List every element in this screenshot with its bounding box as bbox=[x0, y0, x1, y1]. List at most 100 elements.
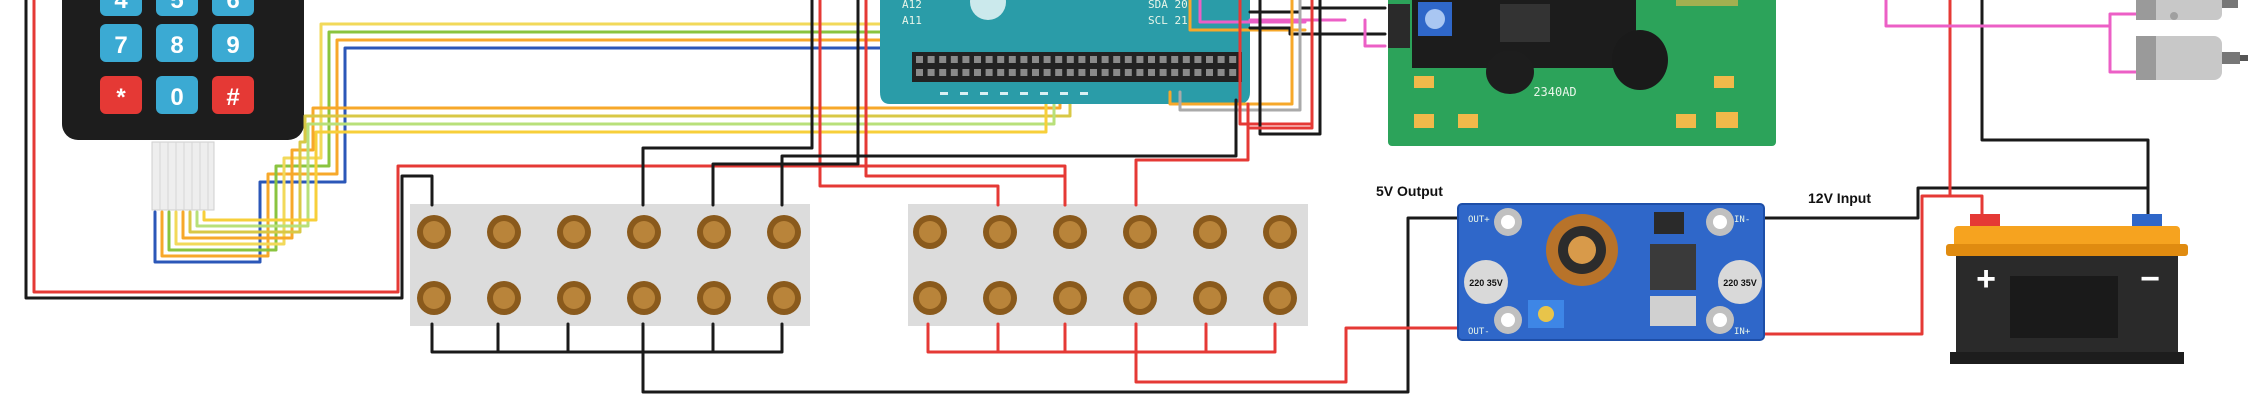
wire-arduino-orange bbox=[1168, 0, 1294, 106]
header-pin bbox=[1136, 56, 1144, 63]
header-pin bbox=[916, 56, 923, 63]
battery-lid bbox=[1954, 226, 2180, 248]
header-pin bbox=[1078, 56, 1086, 63]
wire-pink-motor-2 bbox=[2108, 24, 2138, 74]
terminal-block-right bbox=[908, 204, 1308, 326]
lcd-pot-knob bbox=[1425, 9, 1445, 29]
ribbon-traces bbox=[159, 142, 209, 210]
terminal-screw-head bbox=[919, 221, 941, 243]
header-pin bbox=[1229, 56, 1237, 63]
header-pin bbox=[997, 56, 1005, 63]
buck-pin-out-minus: OUT- bbox=[1468, 327, 1490, 337]
key-4: 4 bbox=[114, 0, 128, 14]
header-pin bbox=[1101, 56, 1109, 63]
dc-motor-bottom bbox=[2136, 36, 2248, 80]
lcd-solder-pads bbox=[1414, 0, 1738, 128]
buck-regulator-ic bbox=[1650, 244, 1696, 290]
wire-keypad-green bbox=[167, 18, 907, 252]
lcd-chip-label: 2340AD bbox=[1533, 85, 1576, 99]
wire-keypad-lightgreen bbox=[195, 72, 1056, 228]
header-pin bbox=[1055, 69, 1063, 76]
header-pin bbox=[1182, 56, 1190, 63]
buck-pin-out-plus: OUT+ bbox=[1468, 215, 1490, 225]
header-pin bbox=[1066, 69, 1074, 76]
header-pin bbox=[939, 56, 947, 63]
header-pin bbox=[927, 69, 935, 76]
wire-red-keypad-loop bbox=[32, 0, 1067, 294]
battery-terminal-positive bbox=[1970, 214, 2000, 226]
arduino-silk-a11: A11 bbox=[902, 14, 922, 27]
header-pin bbox=[1066, 56, 1074, 63]
wire-black-arduino-tb1-b bbox=[711, 0, 860, 207]
header-pin bbox=[1113, 69, 1121, 76]
wire-black-12v-input bbox=[1760, 186, 2150, 220]
terminal-screw-head bbox=[633, 221, 655, 243]
header-pin bbox=[1194, 69, 1202, 76]
wire-lcd-black-1 bbox=[1248, 6, 1387, 14]
dc-motors bbox=[2136, 0, 2248, 80]
lcd-i2c-chip bbox=[1500, 4, 1550, 42]
wire-red-buck-out-plus bbox=[1134, 322, 1462, 384]
key-6: 6 bbox=[226, 0, 239, 14]
key-9: 9 bbox=[226, 32, 239, 59]
wire-arduino-pink-top bbox=[1198, 0, 1307, 24]
header-pin bbox=[1217, 56, 1225, 63]
header-pin bbox=[1078, 69, 1086, 76]
header-pin bbox=[1101, 69, 1109, 76]
header-pin bbox=[1032, 56, 1039, 63]
buck-diode bbox=[1654, 212, 1684, 234]
header-pin bbox=[974, 56, 981, 63]
header-pin bbox=[1148, 56, 1155, 63]
wire-black-buck-out-minus bbox=[641, 216, 1462, 394]
terminal-screw-head bbox=[989, 221, 1011, 243]
terminal-screw-head bbox=[703, 221, 725, 243]
battery: + − bbox=[1946, 214, 2188, 364]
power-wires bbox=[24, 0, 2150, 394]
keypad-row-star0hash: * 0 # bbox=[100, 76, 254, 114]
key-5: 5 bbox=[170, 0, 183, 14]
header-pin bbox=[962, 56, 970, 63]
header-pin bbox=[1194, 56, 1202, 63]
terminal-screw-head bbox=[1199, 221, 1221, 243]
terminal-screw-head bbox=[919, 287, 941, 309]
header-pin bbox=[1171, 69, 1179, 76]
buck-cap-left-label: 220 35V bbox=[1469, 278, 1503, 288]
terminal-block-left-body bbox=[410, 204, 810, 326]
keypad: 4 5 6 7 8 9 * 0 # bbox=[62, 0, 304, 211]
header-pin bbox=[927, 56, 935, 63]
header-pin bbox=[1020, 56, 1028, 63]
header-pin bbox=[962, 69, 970, 76]
header-pin bbox=[1090, 69, 1097, 76]
battery-plus-symbol: + bbox=[1976, 260, 1996, 298]
terminal-screw-head bbox=[1059, 221, 1081, 243]
buck-pin-in-plus: IN+ bbox=[1734, 327, 1751, 337]
wire-black-bus-tb1 bbox=[430, 322, 784, 354]
header-pin bbox=[985, 56, 993, 63]
buck-converter: 220 35V 220 35V OUT+ OUT- IN- IN+ bbox=[1457, 203, 1765, 341]
header-pin bbox=[997, 69, 1005, 76]
lcd-mount-hole bbox=[1612, 30, 1668, 90]
header-pin bbox=[1008, 69, 1016, 76]
header-pin bbox=[974, 69, 981, 76]
arduino-logo bbox=[970, 0, 1006, 20]
terminal-screw-head bbox=[1269, 287, 1291, 309]
arduino-silk-a12: A12 bbox=[902, 0, 922, 11]
header-pin bbox=[1217, 69, 1225, 76]
wire-red-arduino-tb2-b bbox=[864, 0, 1067, 207]
label-5v-output: 5V Output bbox=[1376, 183, 1443, 199]
battery-terminal-negative bbox=[2132, 214, 2162, 226]
arduino-header-pins bbox=[916, 56, 1237, 76]
wire-keypad-orange bbox=[160, 18, 902, 258]
header-pin bbox=[939, 69, 947, 76]
terminal-screw-head bbox=[423, 287, 445, 309]
wire-arduino-orange-top bbox=[1188, 0, 1307, 32]
header-pin bbox=[1055, 56, 1063, 63]
terminal-screw-head bbox=[773, 287, 795, 309]
header-pin bbox=[1124, 56, 1132, 63]
battery-label-panel bbox=[2010, 276, 2118, 338]
terminal-screw-head bbox=[1199, 287, 1221, 309]
buck-capacitor-left bbox=[1464, 260, 1508, 304]
header-pin bbox=[1206, 69, 1213, 76]
terminal-screw-head bbox=[493, 287, 515, 309]
